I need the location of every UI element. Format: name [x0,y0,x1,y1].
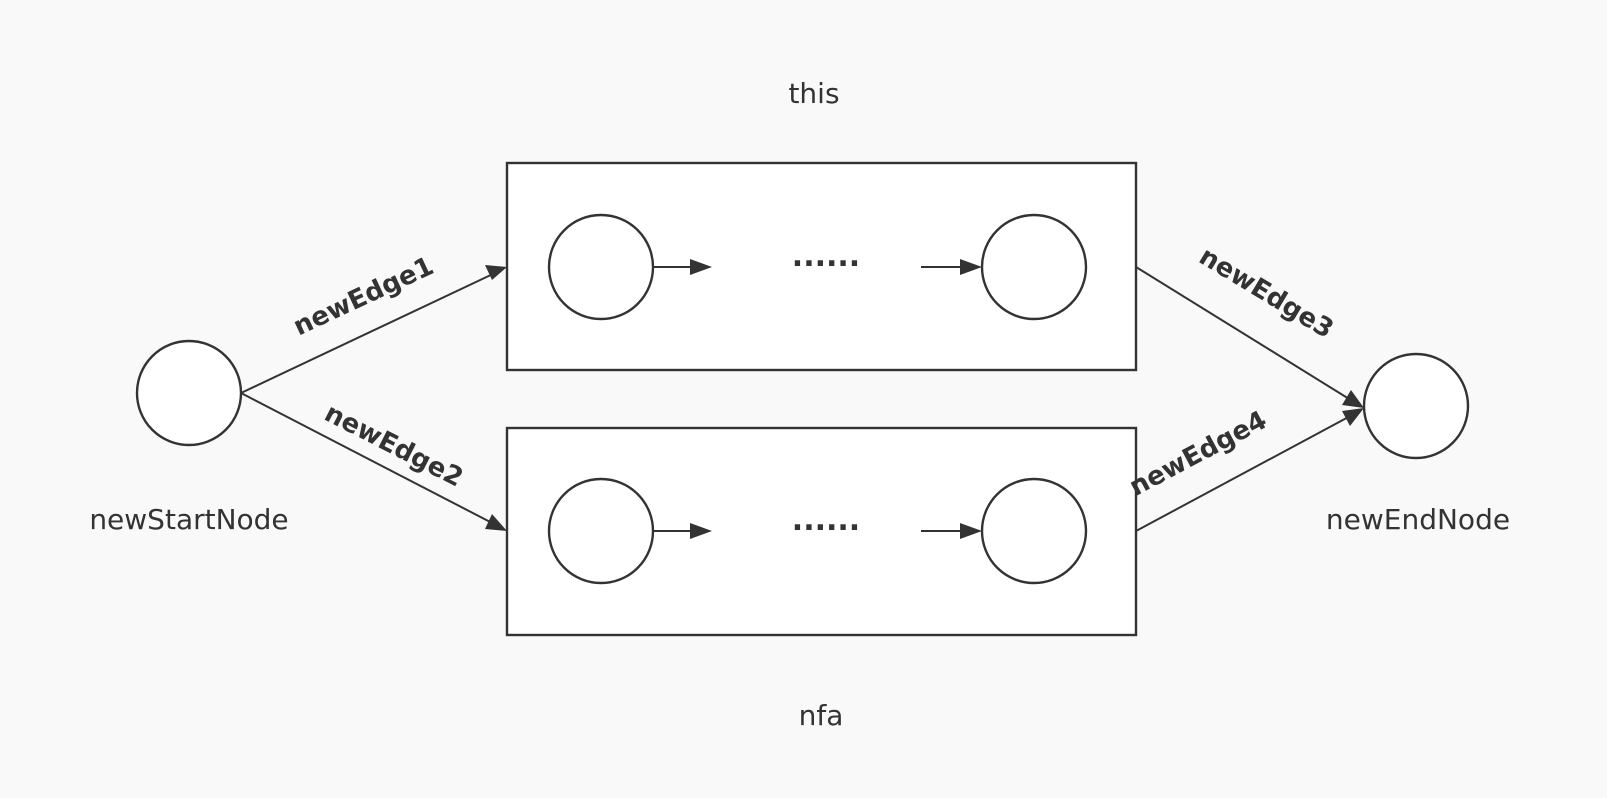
top-box-first-arrowhead [690,259,712,275]
bottom-box-first-state [547,477,655,585]
bottom-box-ellipsis: ...... [792,503,860,538]
top-box-first-state [547,213,655,321]
bottom-box-label: nfa [799,699,844,732]
top-box-last-state [980,213,1088,321]
new-edge-2 [240,392,497,526]
top-box-last-arrowhead [960,259,982,275]
new-edge-4-label: newEdge4 [1125,405,1272,502]
new-edge-3-arrowhead [1342,390,1364,408]
top-box-label: this [788,77,839,110]
new-edge-1-label: newEdge1 [289,251,438,342]
start-node-label: newStartNode [89,503,288,536]
end-node [1362,352,1470,460]
new-edge-4 [1135,413,1355,532]
top-box-ellipsis: ...... [792,239,860,274]
new-edge-3 [1135,266,1355,403]
end-node-label: newEndNode [1326,503,1510,536]
new-edge-3-label: newEdge3 [1194,241,1339,344]
bottom-box-first-arrowhead [690,523,712,539]
bottom-box-last-arrowhead [960,523,982,539]
new-edge-2-arrowhead [485,514,507,531]
start-node [135,339,243,447]
new-edge-1 [240,272,496,394]
new-edge-4-arrowhead [1342,408,1364,426]
new-edge-1-arrowhead [485,265,507,280]
bottom-box-last-state [980,477,1088,585]
